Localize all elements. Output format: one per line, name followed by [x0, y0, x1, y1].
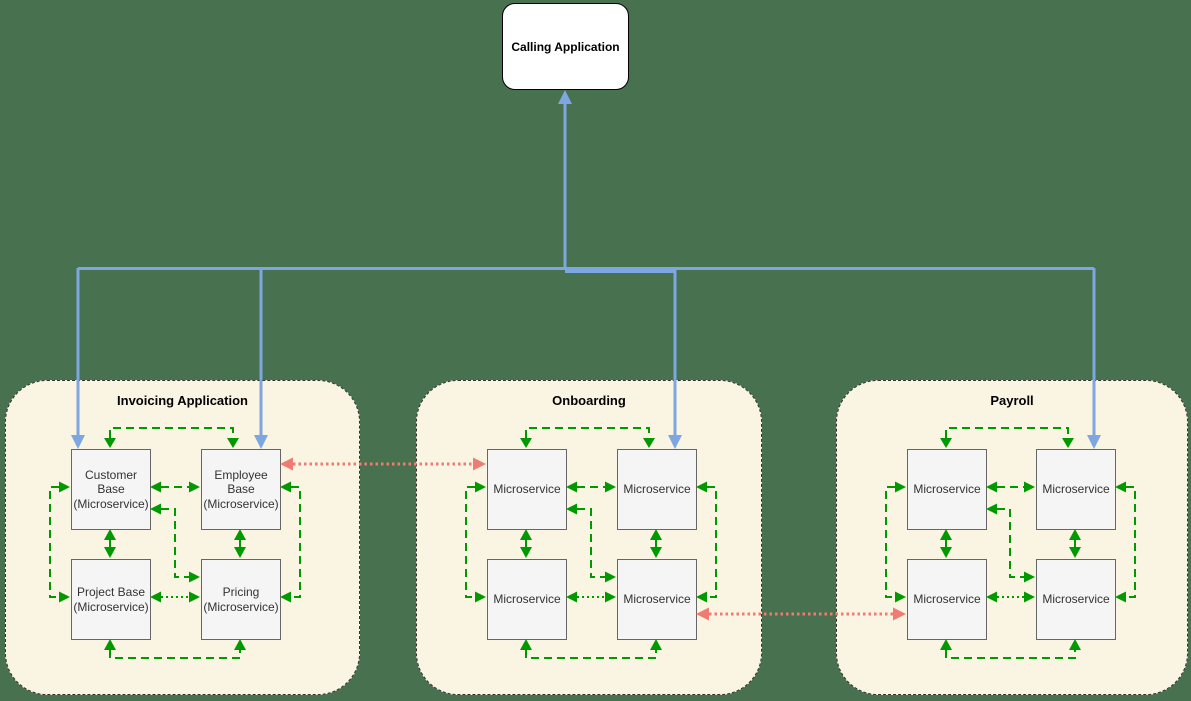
node-payroll-ms-4: Microservice: [1036, 559, 1116, 640]
node-onboarding-ms-4: Microservice: [617, 559, 697, 640]
node-project-base-label: Project Base (Microservice): [73, 584, 149, 614]
node-employee-base: Employee Base (Microservice): [201, 449, 281, 530]
node-payroll-ms-2: Microservice: [1036, 449, 1116, 530]
node-payroll-ms-1: Microservice: [907, 449, 987, 530]
node-customer-base: Customer Base (Microservice): [71, 449, 151, 530]
node-employee-base-label: Employee Base (Microservice): [203, 467, 279, 511]
node-payroll-ms-4-label: Microservice: [1042, 592, 1110, 607]
container-onboarding-title: Onboarding: [552, 393, 626, 408]
node-pricing-label: Pricing (Microservice): [203, 584, 279, 614]
node-onboarding-ms-2-label: Microservice: [623, 482, 691, 497]
container-invoicing-title: Invoicing Application: [117, 393, 248, 408]
container-onboarding: Onboarding Microservice Microservice Mic…: [416, 380, 762, 695]
calling-application-label: Calling Application: [511, 39, 620, 54]
node-project-base: Project Base (Microservice): [71, 559, 151, 640]
node-onboarding-ms-1: Microservice: [487, 449, 567, 530]
calling-application-node: Calling Application: [502, 3, 629, 90]
node-payroll-ms-3-label: Microservice: [913, 592, 981, 607]
container-payroll: Payroll Microservice Microservice Micros…: [836, 380, 1188, 695]
container-payroll-title: Payroll: [990, 393, 1034, 408]
node-customer-base-label: Customer Base (Microservice): [73, 467, 149, 511]
node-onboarding-ms-1-label: Microservice: [493, 482, 561, 497]
node-payroll-ms-1-label: Microservice: [913, 482, 981, 497]
node-pricing: Pricing (Microservice): [201, 559, 281, 640]
node-onboarding-ms-4-label: Microservice: [623, 592, 691, 607]
node-payroll-ms-3: Microservice: [907, 559, 987, 640]
node-onboarding-ms-3-label: Microservice: [493, 592, 561, 607]
node-onboarding-ms-3: Microservice: [487, 559, 567, 640]
node-onboarding-ms-2: Microservice: [617, 449, 697, 530]
container-invoicing-application: Invoicing Application Customer Base (Mic…: [5, 380, 360, 695]
node-payroll-ms-2-label: Microservice: [1042, 482, 1110, 497]
